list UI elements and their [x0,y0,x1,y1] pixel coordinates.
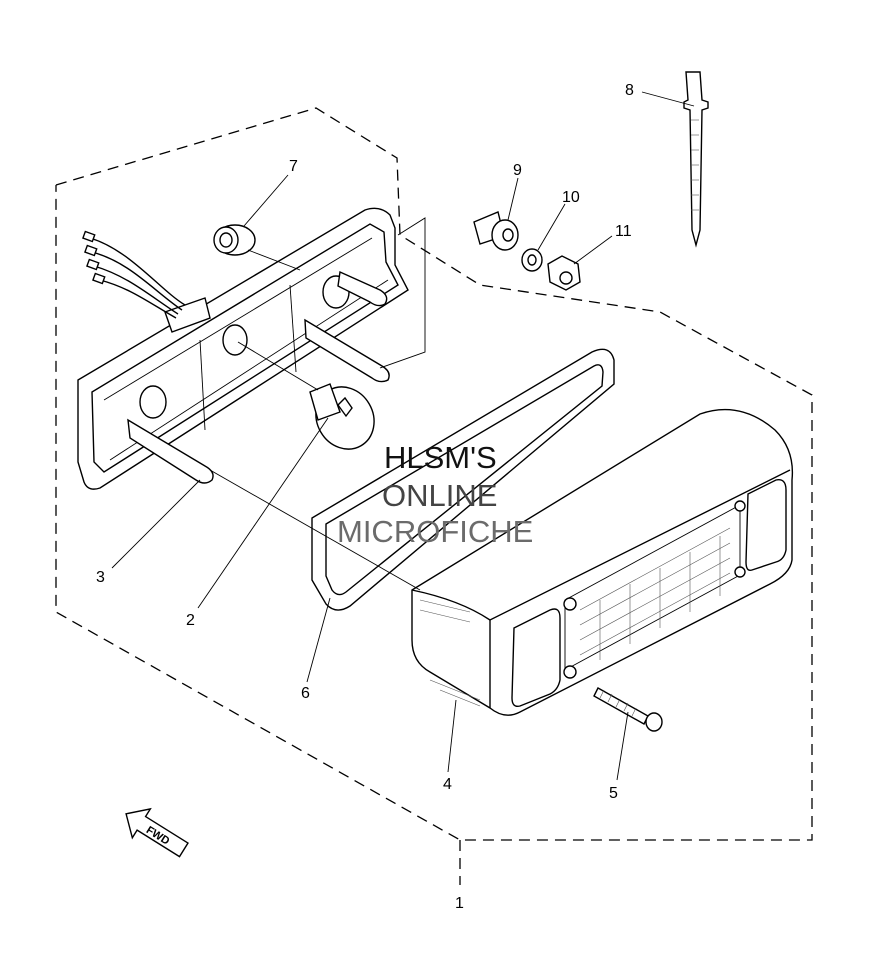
screw [593,687,663,732]
callout-5: 5 [609,785,618,802]
fwd-arrow-icon: FWD [125,807,189,858]
bulb [237,341,375,450]
nut [547,255,581,291]
assembly-boundary [55,107,813,885]
callout-7: 7 [289,158,298,175]
callout-2: 2 [186,612,195,629]
callout-labels: 1 2 3 4 5 6 7 8 9 10 11 [96,82,634,912]
callout-3: 3 [96,569,105,586]
callout-9: 9 [513,162,522,179]
cable-tie [683,71,709,248]
grommet [213,224,301,271]
spring-washer [521,248,543,272]
collar [473,211,519,251]
lens [411,408,794,716]
callout-10: 10 [562,189,580,206]
callout-11: 11 [615,223,632,240]
callout-8: 8 [625,82,634,99]
leader-lines [111,91,695,781]
callout-6: 6 [301,685,310,702]
watermark-line-2: ONLINE [382,478,498,513]
gasket [311,348,615,611]
watermark-line-1: HLSM'S [384,440,497,475]
watermark-line-3: MICROFICHE [337,514,534,549]
callout-4: 4 [443,776,452,793]
lamp-base [77,207,409,490]
callout-1: 1 [455,895,464,912]
